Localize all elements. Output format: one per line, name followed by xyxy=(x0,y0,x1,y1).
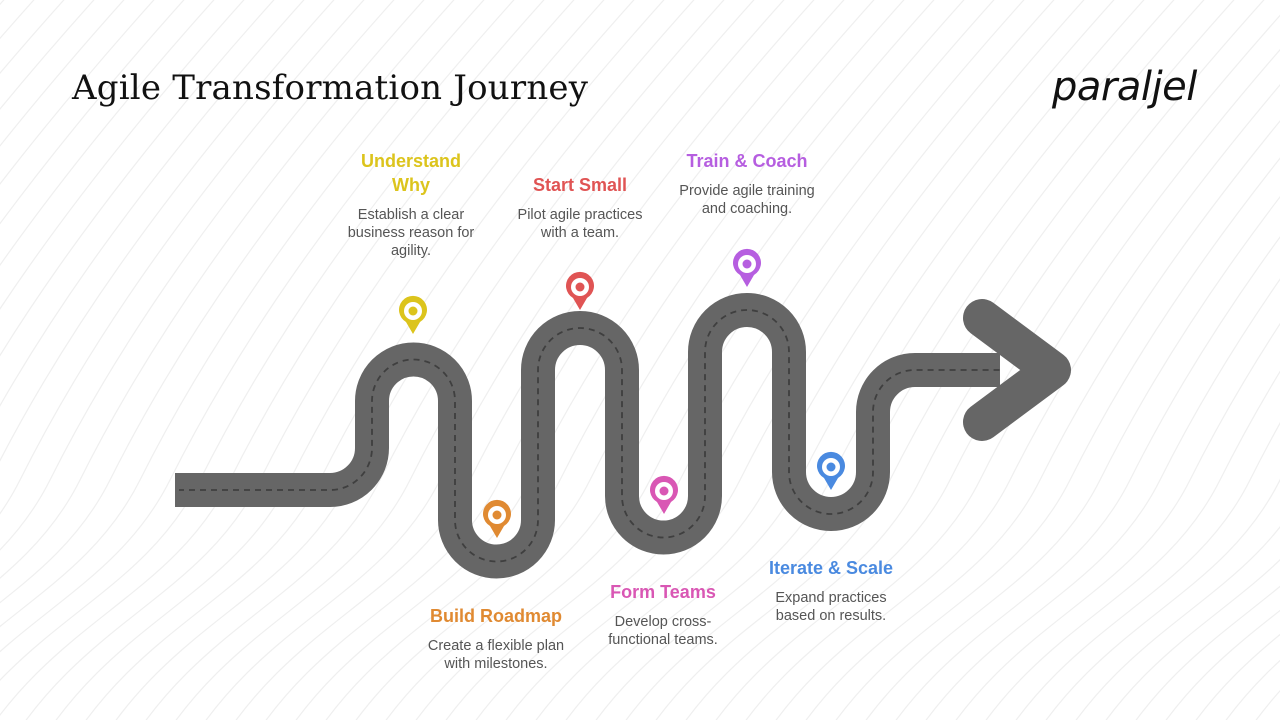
step-description: Pilot agile practices with a team. xyxy=(517,207,643,241)
brand-logo: paraljel xyxy=(1052,64,1197,110)
location-pin-icon xyxy=(566,271,594,310)
step-iterate-scale: Iterate & Scale Expand practices based o… xyxy=(746,556,916,625)
location-pin-icon xyxy=(399,295,427,334)
step-build-roadmap: Build Roadmap Create a flexible plan wit… xyxy=(411,604,581,673)
step-heading-line: Why xyxy=(392,175,430,195)
road-body xyxy=(175,293,1000,579)
location-pin-icon xyxy=(650,475,678,514)
step-description: Expand practices based on results. xyxy=(775,590,887,624)
step-train-coach: Train & Coach Provide agile training and… xyxy=(662,149,832,218)
location-pin-icon xyxy=(817,451,845,490)
location-pin-icon xyxy=(733,248,761,287)
step-heading: Form Teams xyxy=(610,582,716,602)
step-understand-why: Understand Why Establish a clear busines… xyxy=(326,149,496,260)
road-center-line xyxy=(178,309,1000,563)
step-start-small: Start Small Pilot agile practices with a… xyxy=(495,173,665,242)
step-heading: Start Small xyxy=(532,175,628,195)
step-heading: Build Roadmap xyxy=(429,606,562,626)
step-description: Provide agile training and coaching. xyxy=(679,183,815,217)
step-description: Create a flexible plan with milestones. xyxy=(427,638,565,672)
step-form-teams: Form Teams Develop cross-functional team… xyxy=(578,580,748,649)
step-description: Develop cross-functional teams. xyxy=(608,614,718,648)
step-heading-line: Understand xyxy=(360,151,461,171)
step-heading: Iterate & Scale xyxy=(768,558,894,578)
location-pin-icon xyxy=(483,499,511,538)
step-heading: Train & Coach xyxy=(686,151,808,171)
page-title: Agile Transformation Journey xyxy=(72,68,589,108)
step-heading: Understand Why xyxy=(326,149,496,197)
step-description: Establish a clear business reason for ag… xyxy=(347,207,475,259)
arrow-head-icon xyxy=(963,299,1071,441)
